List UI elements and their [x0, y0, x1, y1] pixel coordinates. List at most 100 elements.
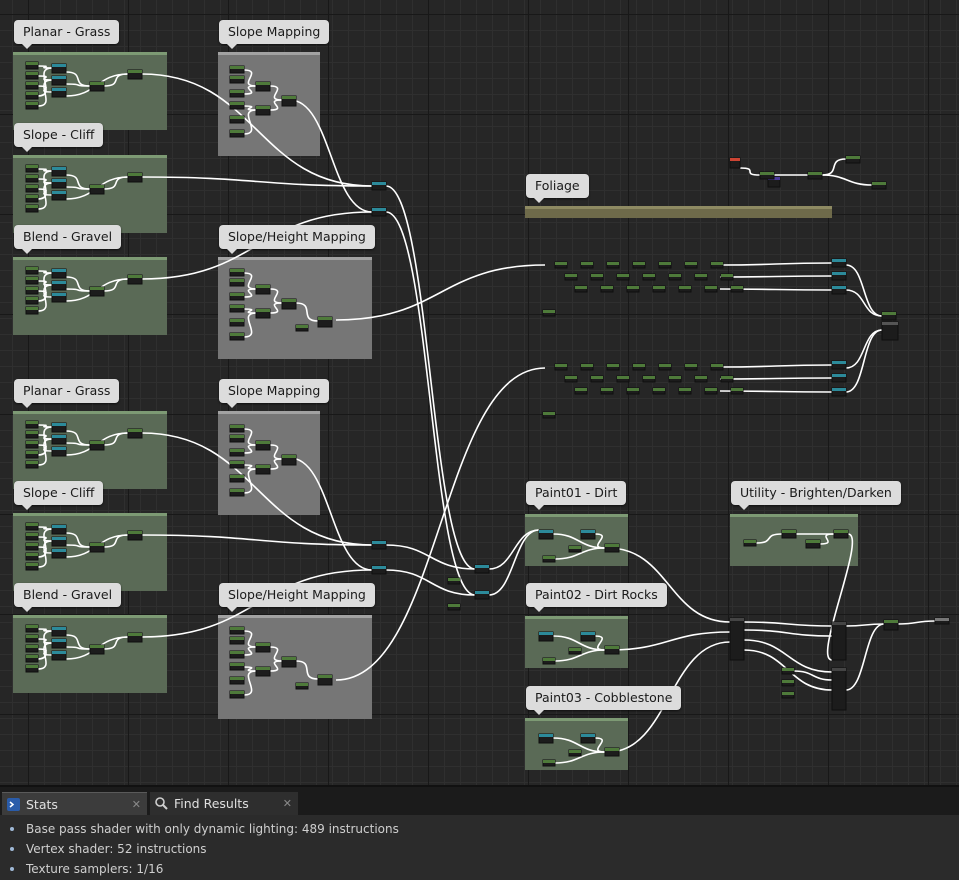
- node-header: [256, 667, 270, 670]
- node-header: [26, 421, 38, 424]
- node-wire: [269, 444, 283, 460]
- node-header: [52, 447, 66, 450]
- close-icon[interactable]: ✕: [131, 798, 141, 811]
- comment-title[interactable]: Slope/Height Mapping: [219, 583, 375, 612]
- node-header: [581, 734, 595, 737]
- tab-find-results[interactable]: Find Results ✕: [150, 792, 298, 816]
- node-header: [601, 388, 613, 391]
- stats-line: Base pass shader with only dynamic light…: [10, 822, 399, 836]
- bullet-icon: [10, 847, 14, 851]
- node-wire: [243, 272, 257, 290]
- comment-title[interactable]: Slope - Cliff: [14, 123, 104, 152]
- node-header: [782, 668, 794, 671]
- node-graph-layer[interactable]: [0, 0, 959, 785]
- comment-title[interactable]: Planar - Grass: [14, 20, 120, 49]
- node-wire: [826, 533, 854, 661]
- tab-stats[interactable]: Stats ✕: [2, 792, 147, 816]
- node-header: [679, 286, 691, 289]
- material-graph-canvas[interactable]: Planar - Grass Slope - Cliff Blend - Gra…: [0, 0, 959, 785]
- lerp-node[interactable]: [729, 617, 745, 661]
- close-icon[interactable]: ✕: [282, 797, 292, 810]
- node-header: [282, 299, 296, 302]
- node-header: [26, 523, 38, 526]
- comment-title[interactable]: Paint03 - Cobblestone: [526, 686, 682, 715]
- node-header: [230, 76, 244, 79]
- node-header: [782, 530, 796, 533]
- node-header: [26, 205, 38, 208]
- node-wire: [295, 660, 319, 680]
- comment-title[interactable]: Slope/Height Mapping: [219, 225, 375, 254]
- comment-box-foliage[interactable]: [525, 206, 832, 218]
- comment-title[interactable]: Utility - Brighten/Darken: [731, 481, 901, 510]
- node-wire: [739, 167, 761, 176]
- node-header: [230, 435, 244, 438]
- node-wire: [37, 65, 53, 69]
- node-wire: [719, 262, 833, 266]
- node-header: [230, 293, 244, 296]
- node-wire: [269, 302, 283, 314]
- node-header: [760, 172, 774, 175]
- node-wire: [37, 188, 53, 196]
- node-wire: [552, 533, 606, 549]
- node-header: [26, 563, 38, 566]
- node-header: [230, 651, 244, 654]
- bottom-tab-bar: Stats ✕ Find Results ✕: [0, 785, 959, 817]
- node-header: [26, 665, 38, 668]
- node-wire: [897, 620, 936, 625]
- comment-title[interactable]: Blend - Gravel: [14, 225, 122, 254]
- comment-title[interactable]: Slope Mapping: [219, 20, 330, 49]
- comment-title[interactable]: Paint01 - Dirt: [526, 481, 627, 510]
- comment-title[interactable]: Slope - Cliff: [14, 481, 104, 510]
- node-header: [581, 364, 593, 367]
- node-header: [282, 657, 296, 660]
- node-wire: [269, 288, 283, 304]
- node-header: [627, 286, 639, 289]
- node-header: [26, 431, 38, 434]
- node-header: [539, 632, 553, 635]
- node-header: [26, 307, 38, 310]
- node-header: [605, 748, 619, 751]
- comment-title[interactable]: Foliage: [526, 174, 589, 203]
- node-wire: [37, 528, 53, 558]
- node-header: [282, 96, 296, 99]
- node-header: [581, 530, 595, 533]
- node-wire: [743, 629, 833, 637]
- node-wire: [335, 367, 546, 681]
- node-wire: [37, 536, 53, 542]
- node-header: [52, 651, 66, 654]
- node-header: [832, 668, 846, 671]
- comment-title[interactable]: Planar - Grass: [14, 379, 120, 408]
- node-wire: [755, 533, 783, 544]
- comment-title[interactable]: Paint02 - Dirt Rocks: [526, 583, 667, 612]
- node-wire: [488, 529, 540, 596]
- node-wire: [819, 533, 835, 545]
- node-header: [832, 259, 846, 262]
- node-header: [731, 286, 743, 289]
- lerp-node[interactable]: [831, 667, 847, 711]
- node-header: [555, 364, 567, 367]
- node-wire: [743, 621, 833, 627]
- node-header: [52, 423, 66, 426]
- node-wire: [65, 634, 91, 650]
- node-header: [52, 191, 66, 194]
- node-wire: [385, 211, 476, 596]
- node-header: [26, 543, 38, 546]
- node-header: [128, 173, 142, 176]
- node-header: [834, 530, 848, 533]
- node-header: [52, 435, 66, 438]
- node-header: [832, 361, 846, 364]
- lerp-node[interactable]: [831, 621, 847, 661]
- node-wire: [243, 109, 257, 135]
- comment-title[interactable]: Blend - Gravel: [14, 583, 122, 612]
- node-header: [52, 281, 66, 284]
- node-wire: [37, 638, 53, 644]
- node-header: [607, 262, 619, 265]
- node-wire: [243, 288, 257, 298]
- comment-title[interactable]: Slope Mapping: [219, 379, 330, 408]
- node-wire: [845, 264, 883, 317]
- node-header: [721, 274, 733, 277]
- node-header: [128, 429, 142, 432]
- node-header: [230, 116, 244, 119]
- node-header: [653, 388, 665, 391]
- node-wire: [65, 71, 91, 87]
